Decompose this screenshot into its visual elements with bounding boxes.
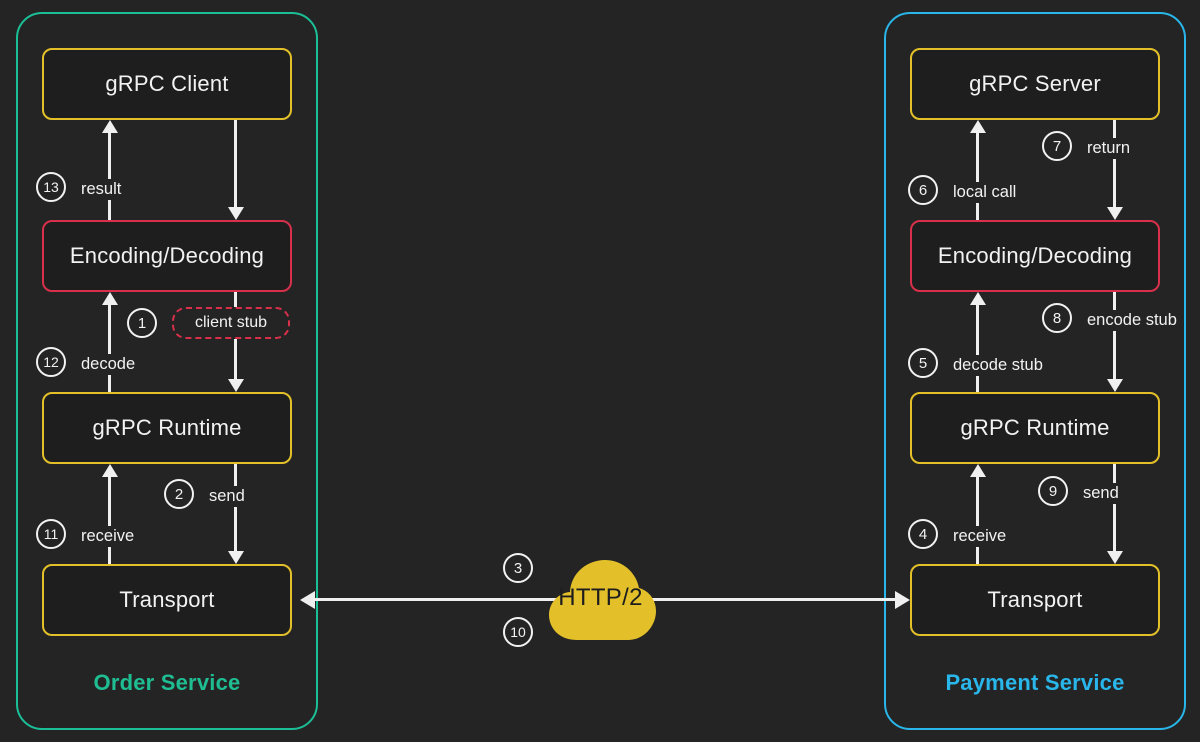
- node-left-transport-label: Transport: [119, 587, 215, 612]
- step-badge-2: 2: [164, 479, 194, 509]
- step-badge-2-num: 2: [174, 485, 184, 503]
- step-badge-8: 8: [1042, 303, 1072, 333]
- client-stub-pill: client stub: [172, 307, 290, 339]
- transport-link-arrowhead-right: [895, 591, 910, 609]
- step-badge-1-num: 1: [137, 314, 147, 332]
- step-badge-7: 7: [1042, 131, 1072, 161]
- transport-link-arrowhead-left: [300, 591, 315, 609]
- node-right-encoding-decoding[interactable]: Encoding/Decoding: [910, 220, 1160, 292]
- step-label-send-right: send: [1080, 483, 1122, 504]
- step-badge-6-num: 6: [918, 181, 928, 199]
- step-badge-9-num: 9: [1048, 482, 1058, 500]
- step-label-local-call: local call: [950, 182, 1020, 203]
- step-label-result: result: [78, 179, 125, 200]
- step-badge-10-num: 10: [510, 624, 526, 640]
- step-label-receive-right: receive: [950, 526, 1010, 547]
- node-right-grpc-runtime-label: gRPC Runtime: [960, 415, 1110, 440]
- step-badge-11: 11: [36, 519, 66, 549]
- node-grpc-server[interactable]: gRPC Server: [910, 48, 1160, 120]
- node-right-transport[interactable]: Transport: [910, 564, 1160, 636]
- step-badge-13: 13: [36, 172, 66, 202]
- step-badge-3-num: 3: [513, 559, 523, 577]
- step-badge-10: 10: [503, 617, 533, 647]
- step-badge-13-num: 13: [43, 179, 59, 195]
- cloud-icon: [549, 560, 656, 640]
- step-badge-4: 4: [908, 519, 938, 549]
- step-label-decode-stub: decode stub: [950, 355, 1046, 376]
- step-badge-6: 6: [908, 175, 938, 205]
- order-service-title: Order Service: [93, 670, 241, 695]
- step-label-receive-left: receive: [78, 526, 138, 547]
- client-stub-label: client stub: [194, 314, 268, 331]
- step-badge-8-num: 8: [1052, 309, 1062, 327]
- step-badge-9: 9: [1038, 476, 1068, 506]
- node-right-encoding-decoding-label: Encoding/Decoding: [937, 243, 1133, 268]
- step-label-return: return: [1084, 138, 1134, 159]
- node-right-transport-label: Transport: [987, 587, 1083, 612]
- step-badge-5-num: 5: [918, 354, 928, 372]
- transport-link-line-left: [313, 598, 563, 601]
- step-badge-12-num: 12: [43, 354, 59, 370]
- node-grpc-client[interactable]: gRPC Client: [42, 48, 292, 120]
- order-service-panel: Order Service: [16, 12, 318, 730]
- transport-link-line-right: [640, 598, 895, 601]
- step-badge-7-num: 7: [1052, 137, 1062, 155]
- node-left-encoding-decoding[interactable]: Encoding/Decoding: [42, 220, 292, 292]
- step-label-decode: decode: [78, 354, 139, 375]
- step-badge-5: 5: [908, 348, 938, 378]
- payment-service-title: Payment Service: [945, 670, 1125, 695]
- payment-service-panel: Payment Service: [884, 12, 1186, 730]
- node-right-grpc-runtime[interactable]: gRPC Runtime: [910, 392, 1160, 464]
- step-badge-12: 12: [36, 347, 66, 377]
- step-label-encode-stub: encode stub: [1084, 310, 1180, 331]
- node-left-encoding-decoding-label: Encoding/Decoding: [69, 243, 265, 268]
- node-grpc-client-label: gRPC Client: [105, 71, 229, 96]
- step-badge-3: 3: [503, 553, 533, 583]
- node-left-grpc-runtime[interactable]: gRPC Runtime: [42, 392, 292, 464]
- http2-cloud: HTTP/2: [543, 548, 658, 648]
- http2-cloud-label: HTTP/2: [558, 584, 643, 611]
- step-badge-11-num: 11: [43, 526, 59, 542]
- node-left-grpc-runtime-label: gRPC Runtime: [92, 415, 242, 440]
- node-left-transport[interactable]: Transport: [42, 564, 292, 636]
- step-badge-4-num: 4: [918, 525, 928, 543]
- node-grpc-server-label: gRPC Server: [969, 71, 1101, 96]
- step-label-send-left: send: [206, 486, 248, 507]
- step-badge-1: 1: [127, 308, 157, 338]
